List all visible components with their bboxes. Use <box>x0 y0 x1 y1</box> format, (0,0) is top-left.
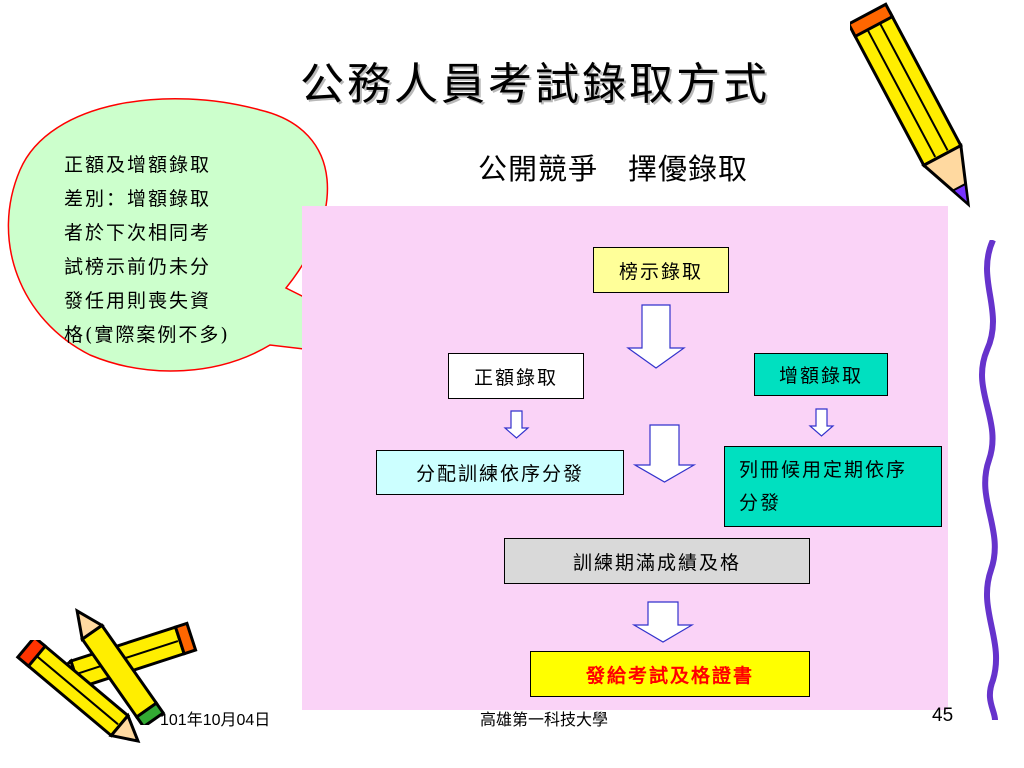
page-title: 公務人員考試錄取方式 <box>300 59 770 110</box>
box-fagei-zhengshu: 發給考試及格證書 <box>530 651 810 697</box>
bubble-text: 正額及增額錄取 差別：增額錄取 者於下次相同考 試榜示前仍未分 發任用則喪失資 … <box>64 148 296 352</box>
pencil-icon <box>15 640 141 744</box>
box-fenpei-xunlian: 分配訓練依序分發 <box>376 450 624 495</box>
bubble-line: 格(實際案例不多) <box>64 324 230 346</box>
box-zenge-luqu: 增額錄取 <box>754 353 888 396</box>
box-zhenge-luqu: 正額錄取 <box>448 353 584 399</box>
bubble-line: 發任用則喪失資 <box>64 290 212 312</box>
bubble-line: 者於下次相同考 <box>64 222 212 244</box>
bubble-line: 正額及增額錄取 <box>64 154 212 176</box>
box-xunlian-jige: 訓練期滿成績及格 <box>504 538 810 584</box>
pencil-icon <box>850 2 971 208</box>
footer-school: 高雄第一科技大學 <box>480 712 609 729</box>
bubble-line: 差別：增額錄取 <box>64 188 212 210</box>
page-subtitle: 公開競爭 擇優錄取 <box>478 152 749 186</box>
box-liece-houyong: 列冊候用定期依序分發 <box>724 446 942 527</box>
footer-date: 101年10月04日 <box>160 712 271 729</box>
wavy-line-decoration <box>979 240 1000 720</box>
box-bangshi-luqu: 榜示錄取 <box>593 247 729 293</box>
bubble-line: 試榜示前仍未分 <box>64 256 212 278</box>
page-number: 45 <box>932 705 954 726</box>
